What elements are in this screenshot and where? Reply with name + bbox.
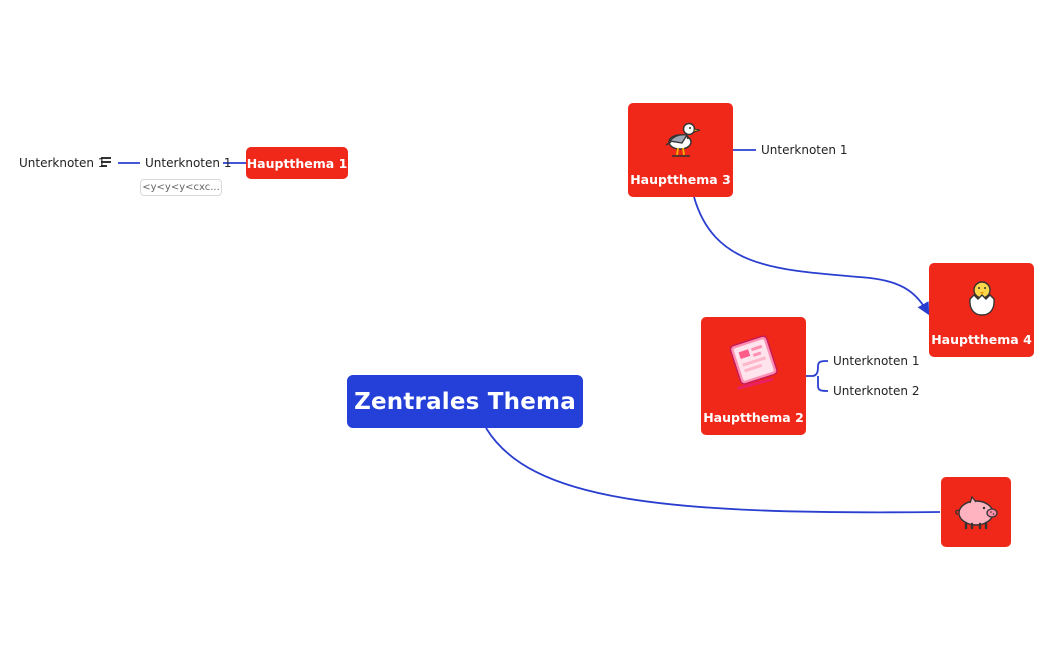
main-topic-5[interactable] [941,477,1011,547]
pig-icon [955,495,998,530]
relationship-arrow [693,196,930,316]
connector-central-to-pig [485,427,941,514]
main-topic-4[interactable]: Hauptthema 4 [929,263,1034,357]
central-topic[interactable]: Zentrales Thema [347,375,583,428]
hatching-chick-icon [968,281,995,316]
main-topic-4-label: Hauptthema 4 [931,332,1032,347]
main-topic-3-label: Hauptthema 3 [630,172,731,187]
main-topic-2-label: Hauptthema 2 [703,410,804,425]
main-topic-3[interactable]: Hauptthema 3 [628,103,733,197]
notes-icon[interactable] [101,157,113,167]
subtopic-t1-grandchild[interactable]: Unterknoten 1 [19,156,106,170]
connector-t2-children [806,360,829,392]
main-topic-2[interactable]: Hauptthema 2 [701,317,806,435]
notebook-icon [729,335,778,390]
seagull-icon [665,122,700,157]
subtopic-t2-child-2[interactable]: Unterknoten 2 [833,384,920,398]
subtopic-t2-child-1[interactable]: Unterknoten 1 [833,354,920,368]
label-tag[interactable]: <y<y<y<cxc... [140,179,222,196]
main-topic-1-label: Hauptthema 1 [246,155,348,171]
main-topic-1[interactable]: Hauptthema 1 [246,147,348,179]
subtopic-t1-child[interactable]: Unterknoten 1 [145,156,232,170]
subtopic-t3-child[interactable]: Unterknoten 1 [761,143,848,157]
central-topic-label: Zentrales Thema [354,388,576,415]
